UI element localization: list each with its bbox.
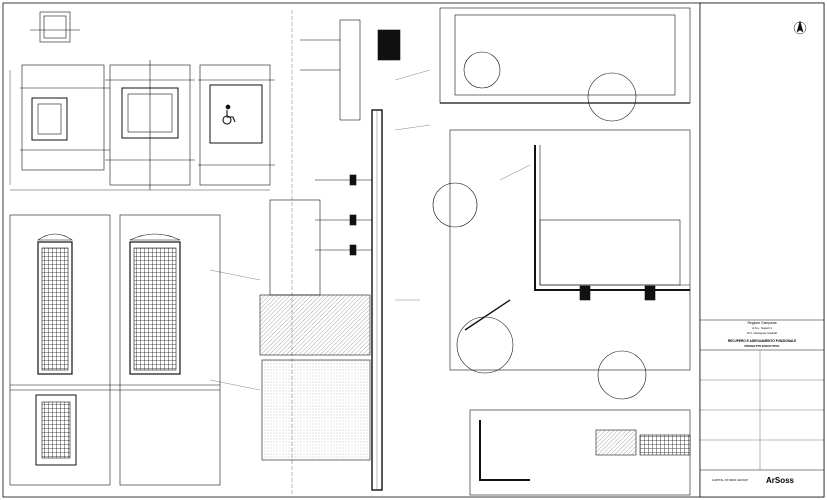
client-line-2: A.S.L. Napoli 1 — [752, 326, 772, 330]
project-line-2: PROGETTO ESECUTIVO — [745, 344, 781, 348]
company-name: CAPITAL STUDIO GROUP — [712, 478, 748, 482]
vertical-section-group — [259, 10, 401, 495]
client-line-1: Regione Campania — [747, 321, 776, 325]
wheelchair-accessibility-icon — [222, 104, 236, 125]
project-line-1: RECUPERO E ADEGUAMENTO FUNZIONALE — [728, 339, 797, 343]
client-line-3: P.O. Giuseppe Castelli — [747, 331, 777, 335]
plan-details-group — [9, 11, 275, 191]
title-block: Regione Campania A.S.L. Napoli 1 P.O. Gi… — [699, 2, 825, 498]
annotation-leaders — [209, 69, 531, 391]
north-arrow-icon — [793, 20, 807, 35]
logo: ArSoss — [766, 476, 795, 485]
elevation-details-group — [9, 214, 221, 486]
horizontal-section-group — [432, 7, 691, 496]
